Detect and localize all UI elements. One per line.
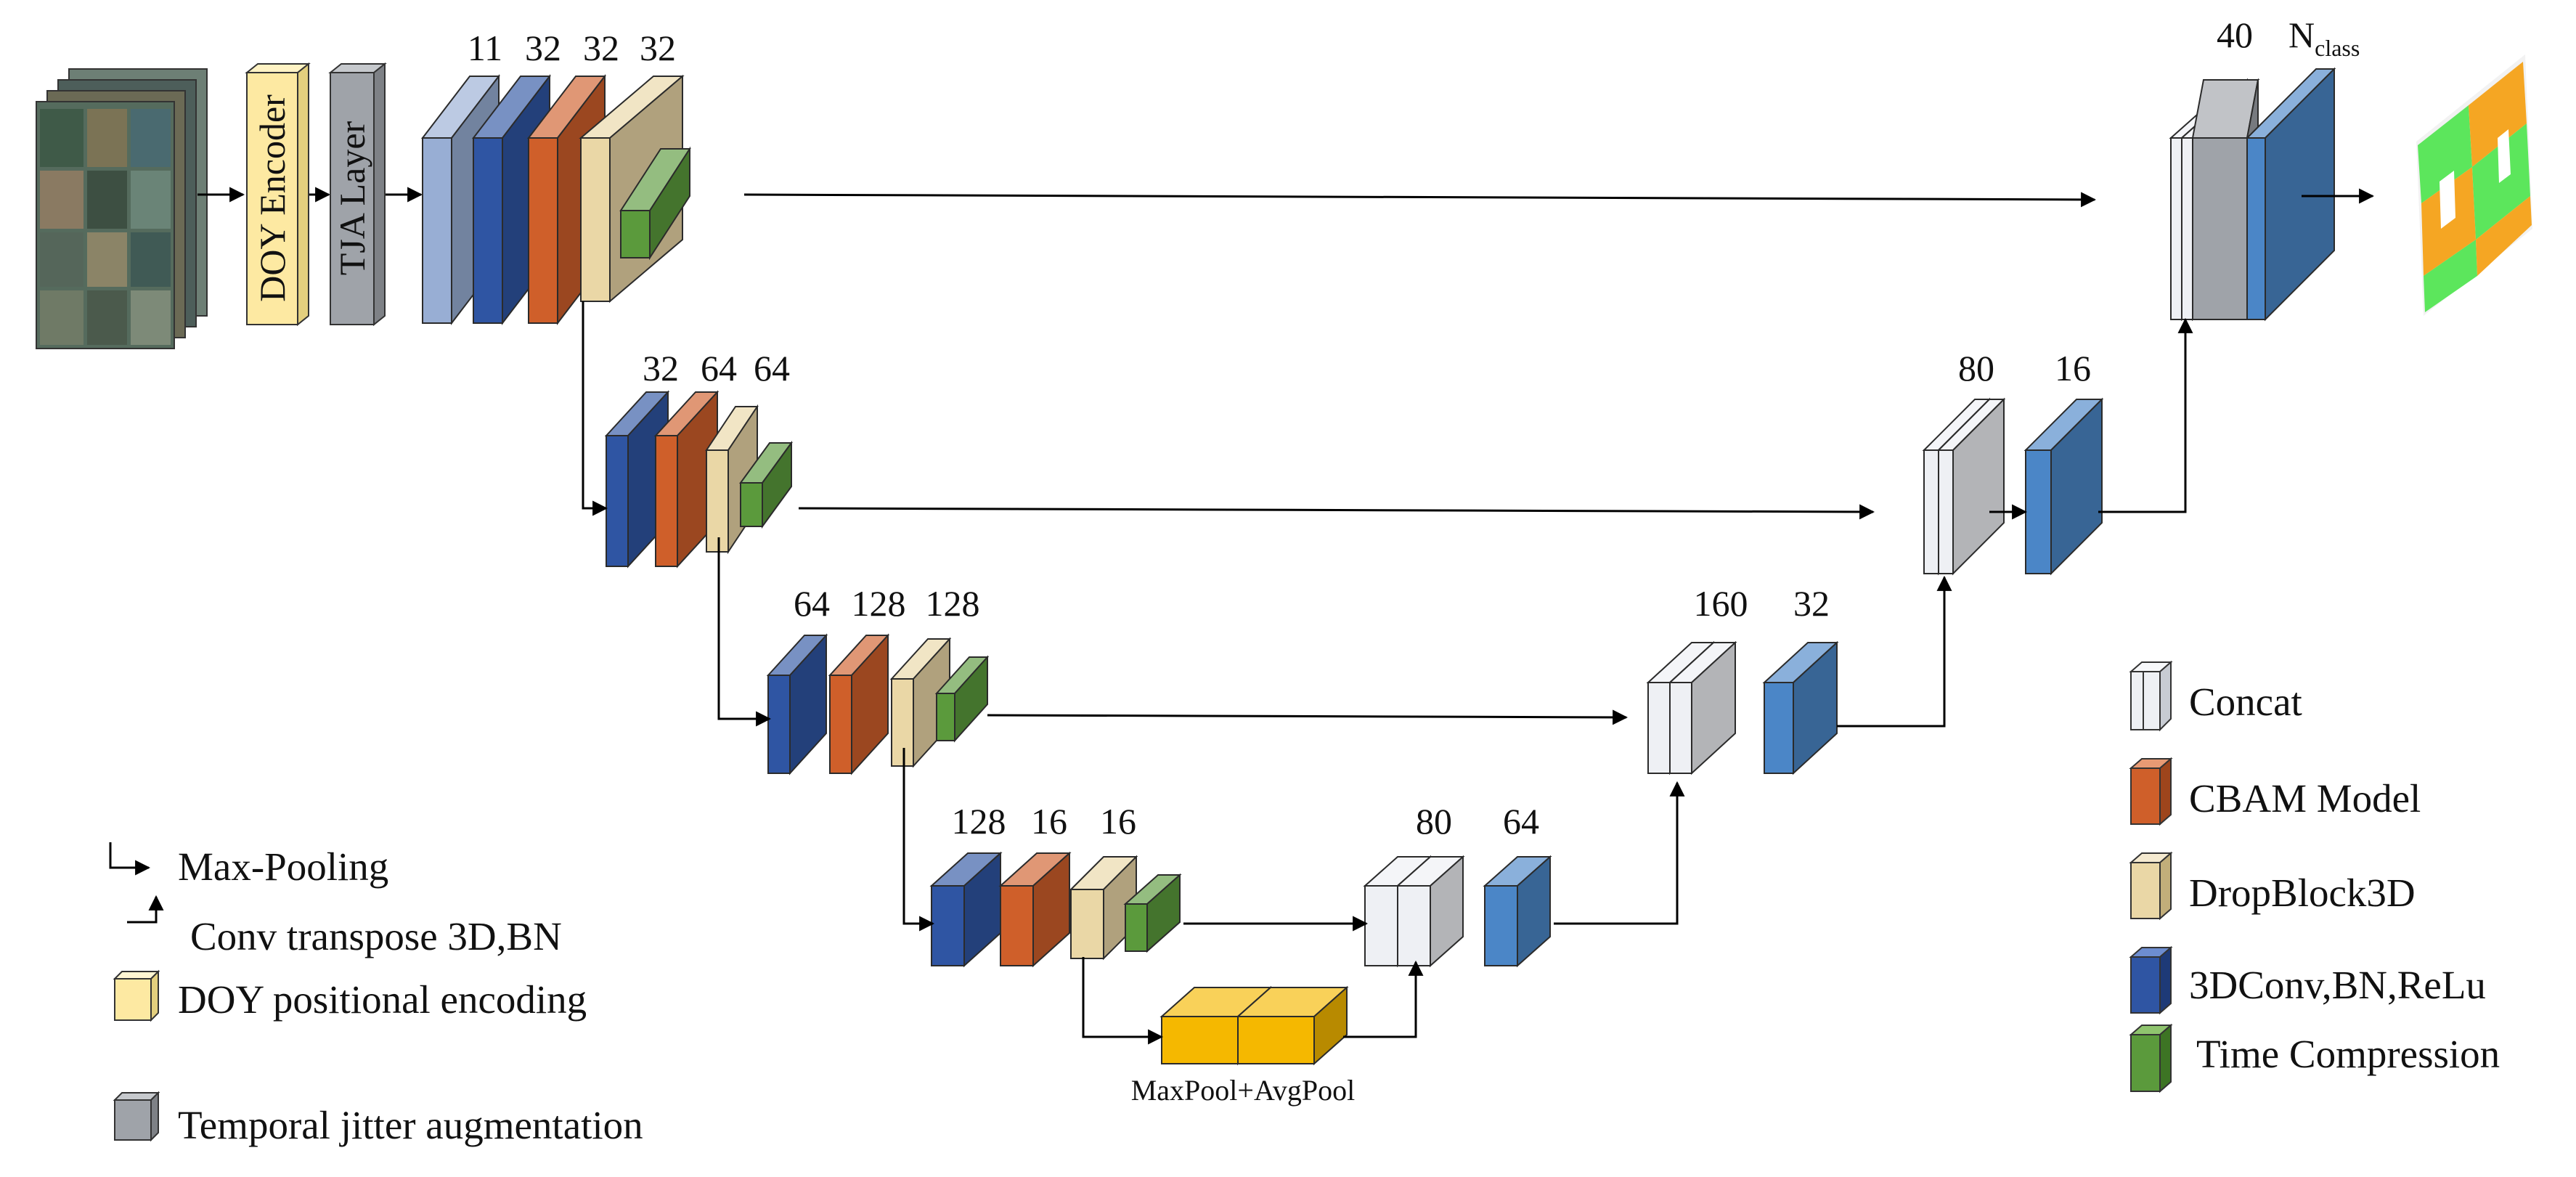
dropblock-icon (2129, 851, 2173, 921)
legend-right: Concat CBAM Model DropBlock3D 3DConv,BN,… (2129, 660, 2500, 1093)
enc3-ch-2: 128 (926, 583, 980, 624)
dec1-out-ch-sub: class (2315, 35, 2360, 61)
skip-connection-3 (987, 709, 1629, 725)
up-path-4 (1554, 781, 1685, 925)
dec2-concat-1 (1936, 397, 2006, 576)
enc2-ch-0: 32 (643, 348, 679, 388)
doy-cube-icon (113, 969, 160, 1022)
doy-encoder-label: DOY Encoder (252, 94, 293, 302)
enc4-block-3 (1123, 873, 1182, 953)
dec3-concat-1 (1668, 640, 1737, 775)
dec1-concat-ch: 40 (2217, 15, 2253, 55)
encoder-level1-labels: 11 32 32 32 (468, 28, 676, 68)
dec4-ch-1: 64 (1503, 801, 1539, 842)
enc2-ch-2: 64 (754, 348, 790, 388)
encoder-level4-labels: 128 16 16 (952, 801, 1137, 842)
pool-to-concat4 (1343, 960, 1424, 1038)
dec3-conv (1762, 640, 1839, 775)
legend-timecomp-label: Time Compression (2196, 1032, 2500, 1076)
maxpool-path-1 (582, 301, 608, 516)
dec1-out-ch: Nclass (2288, 15, 2360, 61)
legend-concat-label: Concat (2189, 680, 2302, 724)
enc3-ch-0: 64 (794, 583, 830, 624)
enc3-block-1 (828, 633, 890, 775)
dec2-ch-1: 16 (2055, 348, 2091, 388)
conv-transpose-arrow-icon (127, 895, 164, 924)
dec4-concat-1 (1395, 855, 1465, 968)
enc1-ch-3: 32 (640, 28, 676, 68)
dec3-ch-1: 32 (1793, 583, 1830, 624)
enc1-ch-2: 32 (583, 28, 619, 68)
doy-encoder-block: DOY Encoder (245, 62, 311, 327)
concat-icon (2129, 660, 2173, 732)
enc1-block-4 (619, 146, 691, 261)
time-compression-icon (2129, 1023, 2173, 1093)
enc4-ch-0: 128 (952, 801, 1006, 842)
enc1-ch-0: 11 (468, 28, 502, 68)
legend-left: Max-Pooling Conv transpose 3D,BN DOY pos… (109, 842, 643, 1147)
enc3-ch-1: 128 (852, 583, 906, 624)
enc4-block-1 (998, 851, 1072, 968)
maxpool-path-2 (717, 537, 772, 727)
legend-maxpool-label: Max-Pooling (178, 844, 388, 889)
legend-dropblock-label: DropBlock3D (2189, 871, 2416, 915)
legend-conv3d-label: 3DConv,BN,ReLu (2189, 963, 2486, 1007)
dec4-ch-0: 80 (1416, 801, 1452, 842)
pool-label: MaxPool+AvgPool (1131, 1074, 1356, 1107)
encoder-level2-labels: 32 64 64 (643, 348, 790, 388)
connections (582, 188, 2375, 1045)
dec1-out (2245, 67, 2336, 322)
cbam-icon (2129, 757, 2173, 826)
output-segmentation-map (2416, 54, 2532, 316)
skip-connection-2 (798, 504, 1875, 520)
enc2-ch-1: 64 (701, 348, 737, 388)
maxpool-arrow-icon (109, 842, 151, 876)
skip-connection-1 (743, 192, 2097, 208)
encoder-level3-labels: 64 128 128 (794, 583, 980, 624)
dec1-out-ch-main: N (2288, 15, 2315, 55)
tja-layer-label: TJA Layer (332, 121, 372, 275)
enc3-block-0 (766, 633, 828, 775)
enc3-block-3 (934, 655, 990, 743)
legend-cbam-label: CBAM Model (2189, 776, 2421, 820)
legend-convtranspose-label: Conv transpose 3D,BN (190, 914, 562, 958)
tja-layer-block: TJA Layer (328, 62, 387, 327)
enc4-ch-1: 16 (1031, 801, 1067, 842)
enc4-block-0 (929, 851, 1003, 968)
dec2-conv (2023, 397, 2104, 576)
input-image-stack (36, 68, 208, 349)
up-path-3 (1837, 575, 1952, 728)
pool-block-1 (1236, 985, 1349, 1066)
dec4-conv (1483, 855, 1552, 968)
enc4-ch-2: 16 (1100, 801, 1136, 842)
maxpool-path-3 (902, 748, 935, 932)
decoder-labels: 80 64 160 32 80 16 40 Nclass (1416, 15, 2360, 842)
enc4-block-2 (1069, 855, 1138, 961)
legend-doy-label: DOY positional encoding (178, 977, 587, 1022)
up-path-2 (2098, 317, 2193, 513)
conv3d-icon (2129, 945, 2173, 1015)
maxpool-path-4 (1082, 957, 1164, 1045)
input-image-patches (40, 109, 171, 345)
enc1-ch-1: 32 (525, 28, 561, 68)
legend-jitter-label: Temporal jitter augmentation (178, 1103, 643, 1147)
jitter-cube-icon (113, 1091, 160, 1142)
enc2-block-3 (739, 440, 793, 529)
dec2-ch-0: 80 (1958, 348, 1994, 388)
dec3-ch-0: 160 (1694, 583, 1748, 624)
